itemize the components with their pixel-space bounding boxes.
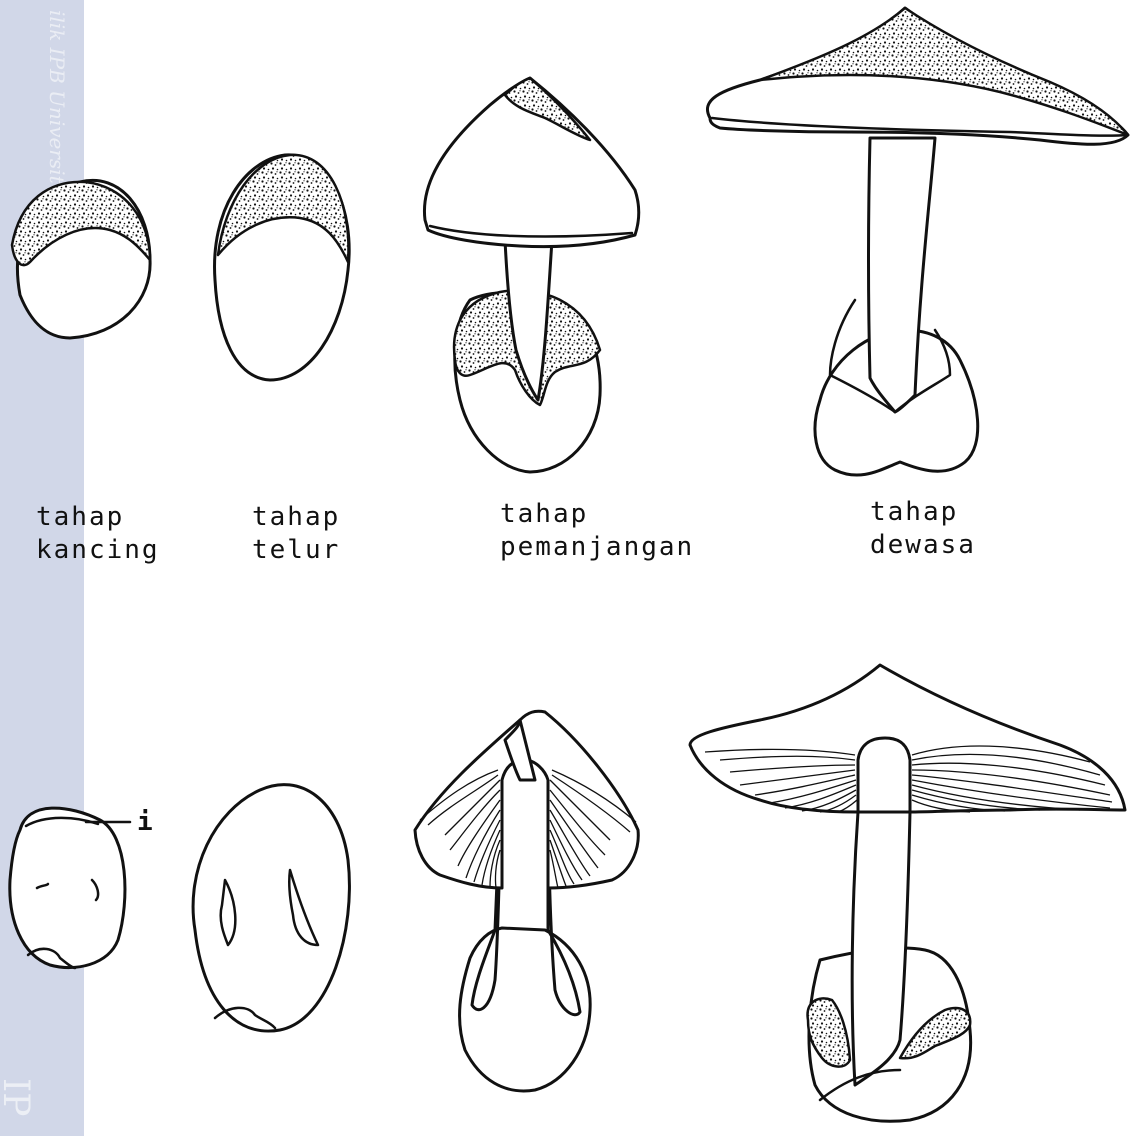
stage-label-elongation-name: pemanjangan [500,532,694,562]
watermark-corner-text: IP [0,1078,36,1116]
stage-label-mature-word: tahap [870,497,958,527]
button-stage-exterior [12,180,150,338]
elongation-stage-exterior [424,78,638,472]
button-stage-section: i [10,807,153,968]
stage-label-egg-word: tahap [252,502,340,532]
stage-label-mature-name: dewasa [870,530,976,560]
elongation-stage-section [415,711,638,1091]
egg-stage-section [193,785,349,1031]
egg-stage-exterior [215,155,350,380]
stage-label-egg: tahap telur [252,502,340,565]
stage-label-egg-name: telur [252,535,340,565]
stage-label-mature: tahap dewasa [870,497,976,560]
stage-label-button-word: tahap [36,502,124,532]
watermark-side-text: ilik IPB Universit [45,10,69,185]
stage-label-button-name: kancing [36,535,160,565]
mature-stage-exterior [707,8,1128,475]
mature-stage-section [690,665,1125,1121]
pointer-label-i: i [137,807,153,837]
stage-label-elongation-word: tahap [500,499,588,529]
stage-label-elongation: tahap pemanjangan [500,499,694,562]
